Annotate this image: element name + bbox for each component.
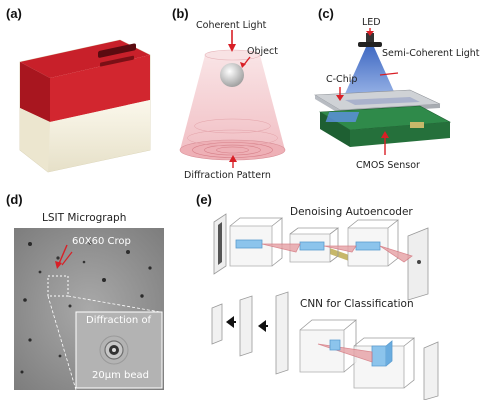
cmos-sensor-label: CMOS Sensor [356,160,420,171]
panel-label-b: (b) [172,6,189,21]
micrograph-image [14,228,164,391]
panel-label-d: (d) [6,192,23,207]
led-icon [358,42,382,47]
panel-label-e: (e) [196,192,212,207]
crop-label: 60X60 Crop [72,236,131,247]
c-chip-label: C-Chip [326,74,358,85]
autoencoder-label: Denoising Autoencoder [290,206,413,218]
inset-caption-line2: 20µm bead [92,370,149,381]
inset-caption-line1: Diffraction of [86,315,152,326]
micrograph-label: LSIT Micrograph [42,212,127,224]
cnn-label: CNN for Classification [300,298,414,310]
autoencoder-diagram [213,213,429,301]
device-illustration [19,39,151,173]
led-label: LED [362,17,381,28]
light-beam [340,47,400,105]
semi-coherent-light-label: Semi-Coherent Light [382,48,480,59]
cnn-diagram [211,291,439,400]
object-sphere [220,63,244,87]
diffraction-pattern-label: Diffraction Pattern [184,170,271,181]
diffraction-cone-diagram [179,30,286,168]
coherent-light-label: Coherent Light [196,20,267,31]
panel-label-a: (a) [6,6,22,21]
imaging-setup-diagram [314,28,452,261]
panel-label-c: (c) [318,6,334,21]
object-label: Object [247,46,278,57]
crop-box [47,275,69,297]
